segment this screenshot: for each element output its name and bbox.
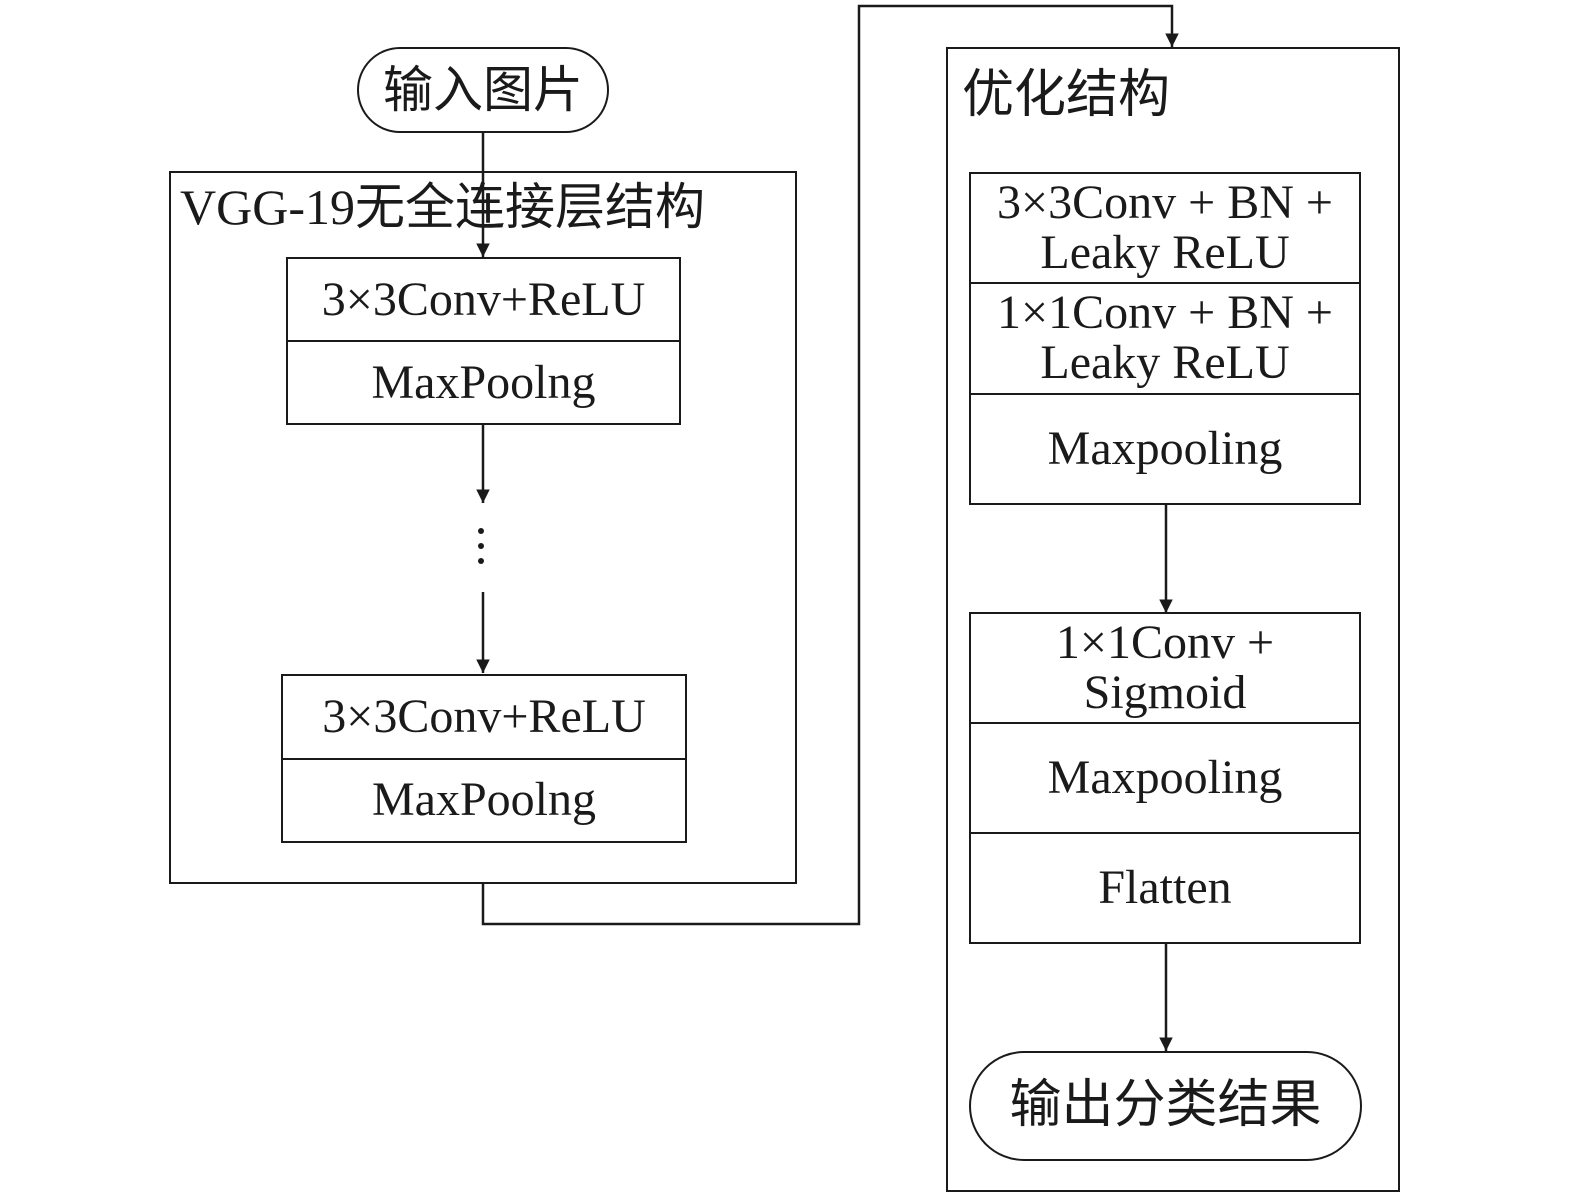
vgg-block-2-pool: MaxPoolng: [283, 757, 685, 842]
optimized-group-2-row-3: Flatten: [971, 832, 1359, 942]
optimized-group-1-row-2: 1×1Conv + BN + Leaky ReLU: [971, 282, 1359, 392]
output-terminal: 输出分类结果: [969, 1051, 1362, 1161]
vertical-ellipsis: [471, 528, 491, 573]
vgg-block-2: 3×3Conv+ReLU MaxPoolng: [281, 674, 687, 843]
vgg-block-1-pool: MaxPoolng: [288, 340, 679, 423]
row-1-line-1: 1×1Conv +: [1055, 616, 1275, 669]
ellipsis-dot: [478, 528, 484, 534]
vgg-block-1-conv: 3×3Conv+ReLU: [321, 272, 646, 326]
optimized-frame-title: 优化结构: [962, 67, 1171, 124]
vgg-block-1: 3×3Conv+ReLU MaxPoolng: [286, 257, 681, 425]
row-1-line-2: Leaky ReLU: [1040, 226, 1290, 280]
arrow-vgg-to-optimized: [481, 4, 1179, 926]
output-terminal-label: 输出分类结果: [1009, 1077, 1322, 1134]
optimized-frame: [946, 47, 1400, 1192]
input-terminal: 输入图片: [357, 47, 609, 133]
optimized-group-2: 1×1Conv + Sigmoid Maxpooling Flatten: [969, 612, 1361, 944]
vgg-frame-title: VGG-19无全连接层结构: [180, 179, 705, 235]
optimized-group-1-row-3: Maxpooling: [971, 392, 1359, 503]
optimized-group-2-row-2: Maxpooling: [971, 722, 1359, 832]
input-terminal-label: 输入图片: [383, 62, 583, 118]
ellipsis-dot: [478, 543, 484, 549]
optimized-group-1-row-1: 3×3Conv + BN + Leaky ReLU: [971, 174, 1359, 282]
row-2-line-1: 1×1Conv + BN +: [997, 286, 1333, 340]
ellipsis-dot: [478, 558, 484, 564]
vgg-block-2-conv: 3×3Conv+ReLU: [322, 689, 646, 743]
vgg-frame: [169, 171, 797, 884]
optimized-group-1: 3×3Conv + BN + Leaky ReLU 1×1Conv + BN +…: [969, 172, 1361, 505]
optimized-group-2-row-1: 1×1Conv + Sigmoid: [971, 614, 1359, 722]
row-1-line-2: Sigmoid: [1083, 666, 1247, 719]
row-2-line-2: Leaky ReLU: [1040, 336, 1290, 390]
row-1-line-1: 3×3Conv + BN +: [997, 176, 1333, 230]
